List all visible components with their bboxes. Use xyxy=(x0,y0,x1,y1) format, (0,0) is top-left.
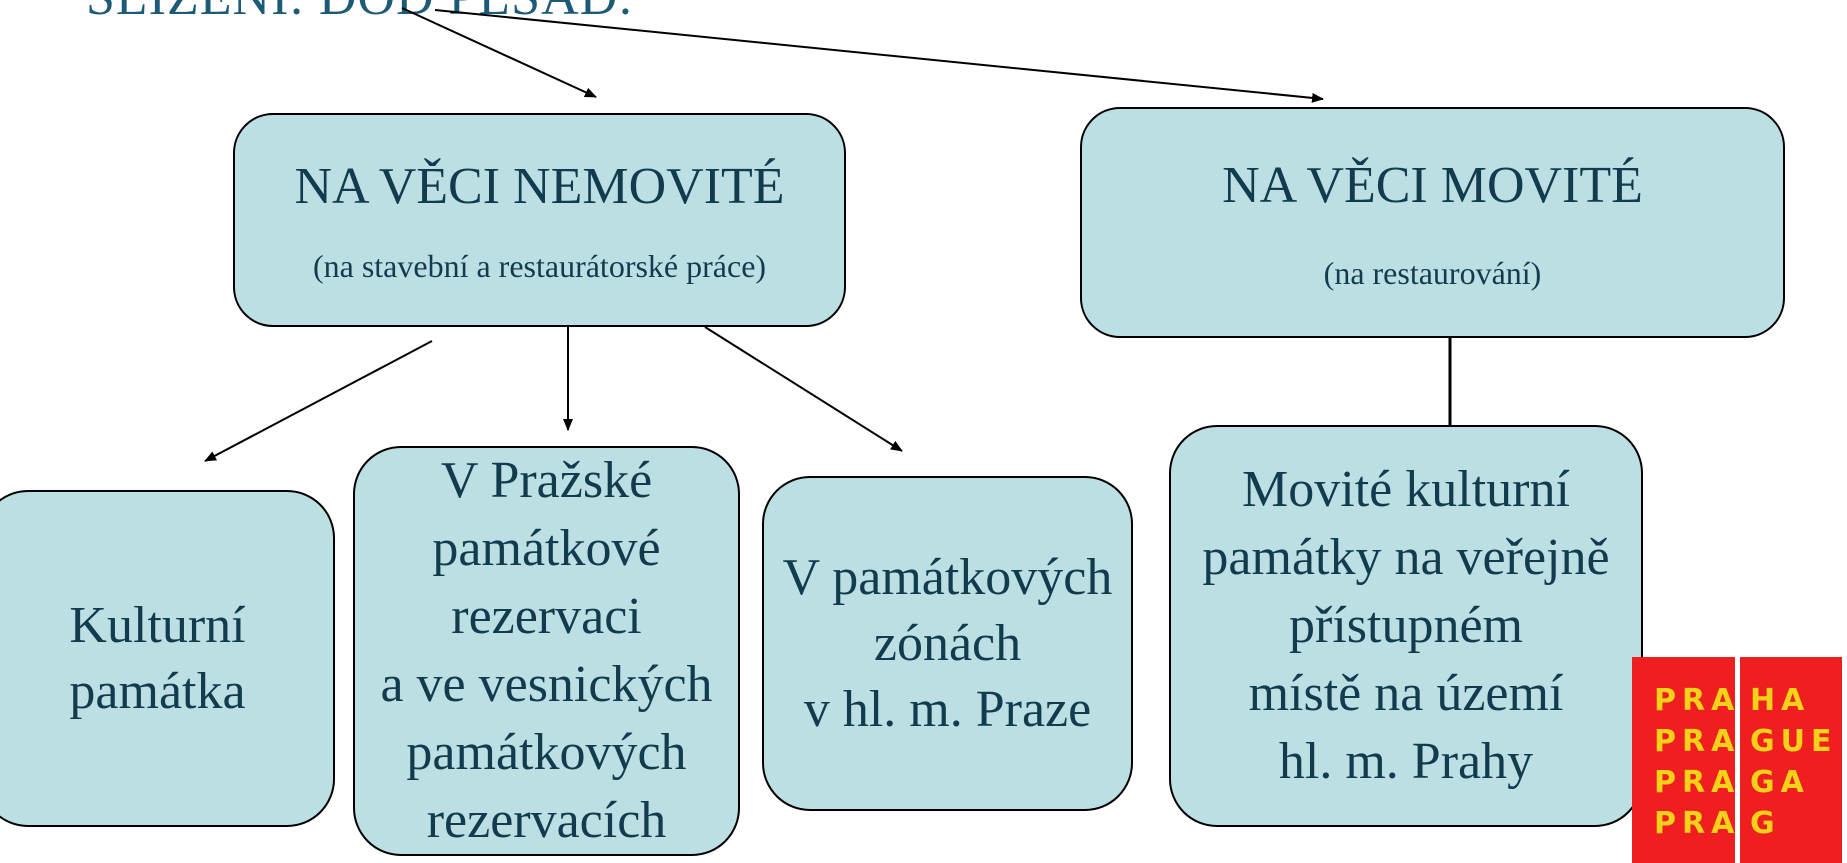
logo-text: PRA xyxy=(1654,765,1741,800)
logo-text: GUE xyxy=(1750,724,1838,759)
logo-text: PRA xyxy=(1654,683,1741,718)
arrow-to-zony xyxy=(704,326,903,452)
box-movable-monuments: Movité kulturní památky na veřejně příst… xyxy=(1169,425,1643,827)
logo-text: HA xyxy=(1750,683,1811,718)
box-monument-zones: V památkových zónách v hl. m. Praze xyxy=(762,476,1133,811)
prague-city-logo-icon: PRA HA PRA GUE PRA GA PRA G xyxy=(1632,657,1842,863)
arrow-title-to-nemovite xyxy=(401,7,597,98)
box-monument-zones-text: V památkových zónách v hl. m. Praze xyxy=(782,548,1113,738)
box-real-estate-subtitle: (na stavební a restaurátorské práce) xyxy=(312,248,767,284)
arrow-to-kulturni xyxy=(204,340,433,462)
logo-text: G xyxy=(1750,806,1781,841)
box-real-estate: NA VĚCI NEMOVITÉ (na stavební a restaurá… xyxy=(233,113,846,327)
box-prague-reservation: V Pražské památkové rezervaci a ve vesni… xyxy=(353,446,740,856)
box-cultural-monument-text: Kulturní památka xyxy=(69,596,246,720)
logo-divider xyxy=(1735,657,1740,863)
box-movable-subtitle: (na restaurování) xyxy=(1323,254,1542,291)
box-prague-reservation-text: V Pražské památkové rezervaci a ve vesni… xyxy=(380,452,713,849)
arrow-title-to-movite xyxy=(434,9,1324,103)
box-movable-title: NA VĚCI MOVITÉ xyxy=(1222,156,1643,214)
box-cultural-monument: Kulturní památka xyxy=(0,490,335,827)
box-movable-monuments-text: Movité kulturní památky na veřejně příst… xyxy=(1202,461,1610,790)
logo-text: PRA xyxy=(1654,806,1741,841)
box-real-estate-title: NA VĚCI NEMOVITÉ xyxy=(294,158,785,215)
logo-text: PRA xyxy=(1654,724,1741,759)
box-movable: NA VĚCI MOVITÉ (na restaurování) xyxy=(1080,107,1785,338)
logo-text: GA xyxy=(1750,765,1810,800)
